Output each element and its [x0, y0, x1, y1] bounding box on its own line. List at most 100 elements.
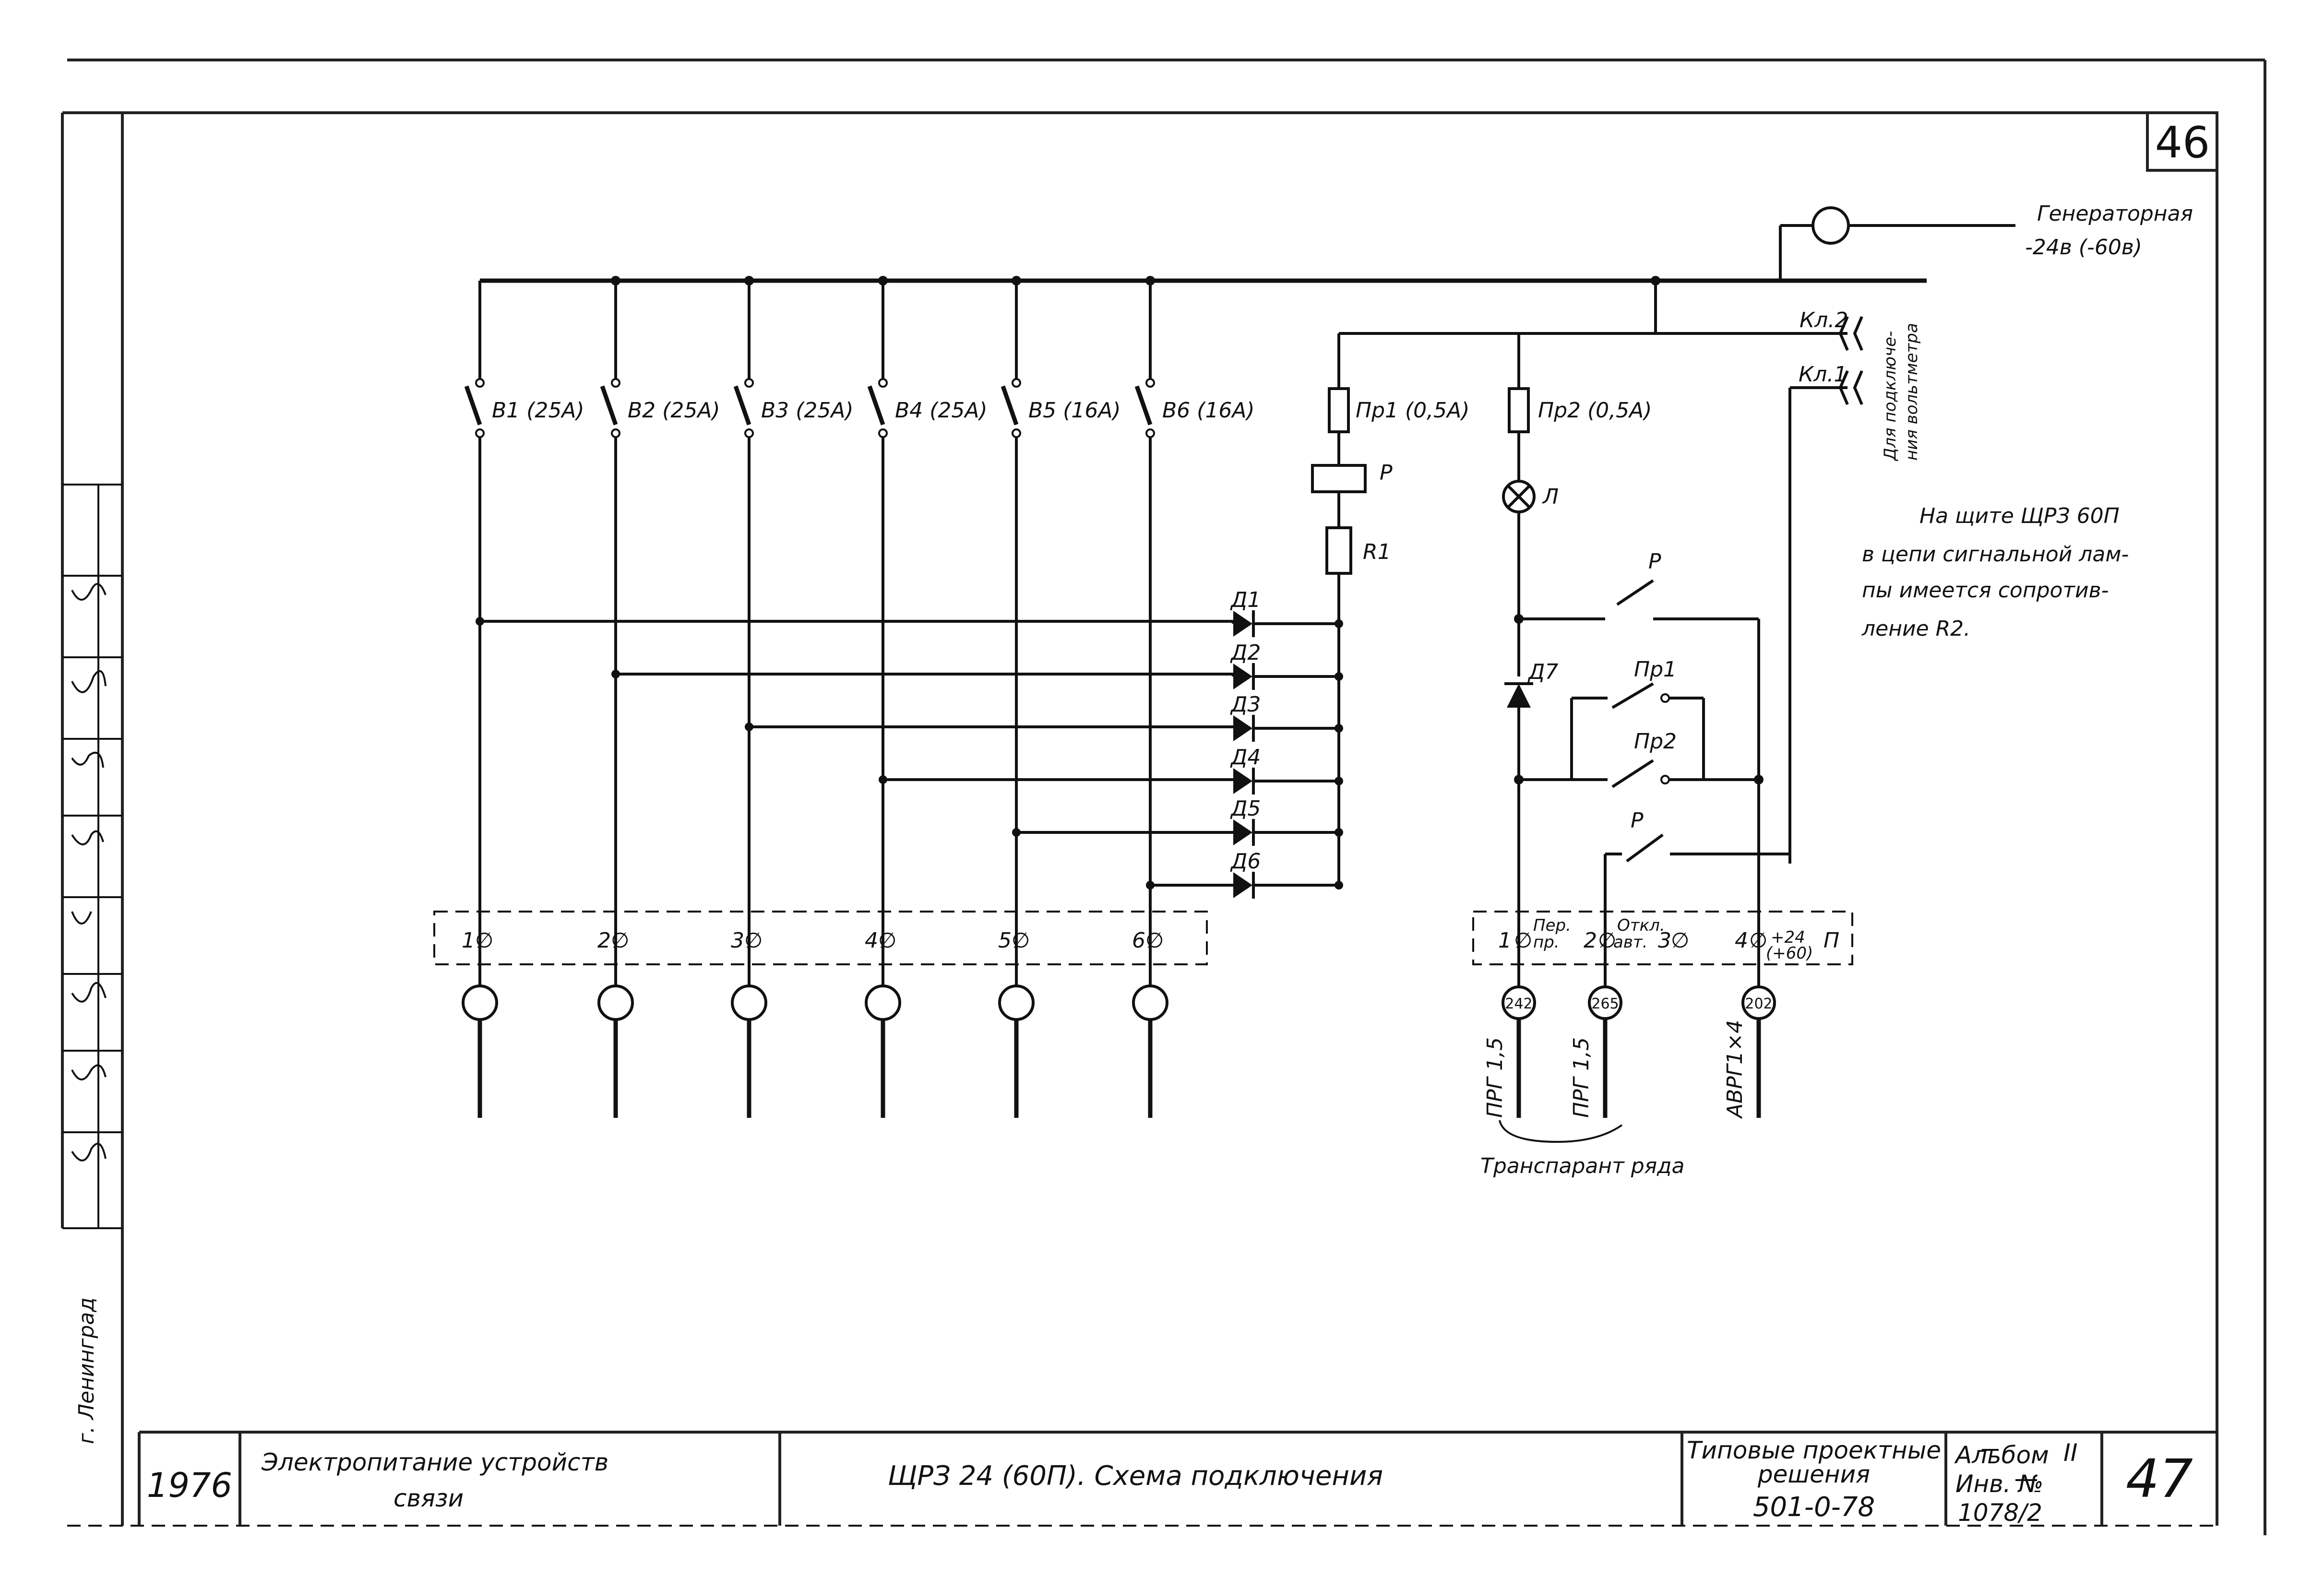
kl2-label: Кл.2 — [1800, 308, 1848, 332]
terminal-p: П — [1823, 928, 1839, 953]
note: На щите ЩРЗ 60П в цепи сигнальной лам- п… — [1861, 504, 2129, 641]
relay-contacts — [1519, 579, 1790, 936]
generator-label-1: Генераторная — [2037, 202, 2193, 226]
breaker-label-b5: В5 (16А) — [1028, 398, 1121, 423]
title-type-1: Типовые проектные — [1687, 1436, 1941, 1464]
diode-label-d5: Д5 — [1230, 796, 1261, 821]
terminal-r1: 1 — [1498, 928, 1512, 953]
terminal-left-6: 6 — [1132, 928, 1145, 953]
voltmeter-label-2: ния вольтметра — [1902, 323, 1921, 461]
title-subject-2: связи — [393, 1484, 464, 1512]
terminal-r1-mark: ∅ — [1514, 928, 1532, 953]
terminal-r2-mark: ∅ — [1598, 928, 1616, 953]
diode-d6: Д6 — [1146, 849, 1343, 899]
breaker-b3: В3 (25А) — [733, 281, 854, 986]
diode-label-d3: Д3 — [1230, 692, 1261, 717]
cable-6 — [1132, 984, 1168, 1118]
generator-connection — [1779, 206, 2015, 281]
breaker-group: В1 (25А) В2 (25А) В3 (25А)В4 (25А) В5 (16А)… — [464, 281, 1255, 986]
terminal-left-mark-3: ∅ — [744, 928, 763, 953]
cable-4 — [865, 984, 901, 1118]
terminal-avt: авт. — [1613, 933, 1648, 952]
diode-label-d1: Д1 — [1230, 588, 1261, 612]
album-label: Альбом — [1954, 1441, 2049, 1469]
diode-label-d2: Д2 — [1230, 640, 1261, 665]
relay-label: Р — [1380, 461, 1393, 485]
terminal-per: Пер. — [1533, 916, 1571, 935]
terminal-otkl: Откл. — [1617, 916, 1665, 935]
outgoing-cables-right — [1499, 892, 1776, 1143]
inv-label: Инв. № — [1955, 1470, 2043, 1498]
city-label: г. Ленинград — [74, 1297, 99, 1444]
cable-3 — [731, 984, 767, 1118]
diode-d5: Д5 — [1012, 796, 1343, 846]
cable-label-1: ПРГ 1,5 — [1483, 1037, 1507, 1118]
breaker-b1: В1 (25А) — [464, 378, 584, 986]
terminal-r4: 4 — [1735, 928, 1748, 953]
lamp-label: Л — [1542, 485, 1559, 509]
power-bus — [478, 278, 1927, 379]
drawing-title: ЩРЗ 24 (60П). Схема подключения — [888, 1460, 1383, 1492]
terminals-left: 1∅2∅3∅4∅5∅6∅ — [462, 928, 1164, 953]
cable-mark-242: 242 — [1505, 996, 1532, 1012]
cable-mark-202: 202 — [1745, 996, 1772, 1012]
lamp-branch — [1502, 333, 1536, 936]
terminal-r2: 2 — [1584, 928, 1597, 953]
breaker-label-b2: В2 (25А) — [628, 398, 720, 423]
outgoing-cables-left — [462, 984, 1168, 1118]
drawing-frame — [61, 59, 2266, 1535]
breaker-label-b6: В6 (16А) — [1162, 398, 1255, 423]
note-line-1: На щите ЩРЗ 60П — [1919, 504, 2120, 528]
approval-stamps — [62, 484, 122, 1229]
terminal-left-mark-5: ∅ — [1012, 928, 1030, 953]
cable-1 — [462, 984, 498, 1118]
cable-5 — [998, 984, 1035, 1118]
relay-coil — [1311, 464, 1367, 493]
transparant-label: Транспарант ряда — [1480, 1154, 1685, 1178]
diode-d7-label: Д7 — [1527, 660, 1558, 684]
resistor-label: R1 — [1363, 540, 1391, 564]
terminal-strip-left — [433, 911, 1208, 965]
title-block — [138, 1431, 2217, 1526]
diode-d4: Д4 — [879, 745, 1343, 794]
breaker-b5: В5 (16А) — [1001, 281, 1121, 986]
bus-junctions — [611, 276, 1660, 285]
breaker-label-b1: В1 (25А) — [492, 398, 584, 423]
terminal-right-labels: 1 ∅ Пер. пр. 2 ∅ Откл. авт. 3 ∅ 4 ∅ +24 … — [1498, 916, 1839, 963]
diode-d7 — [1504, 682, 1533, 708]
diode-label-d4: Д4 — [1230, 745, 1261, 770]
breaker-b2: В2 (25А) — [600, 281, 720, 986]
terminal-left-1: 1 — [462, 928, 475, 953]
terminal-left-4: 4 — [865, 928, 878, 953]
album-number: II — [2063, 1439, 2078, 1467]
terminal-left-2: 2 — [597, 928, 611, 953]
cable-label-3: АВРГ1×4 — [1723, 1020, 1747, 1119]
title-type-2: решения — [1757, 1460, 1870, 1488]
cable-label-2: ПРГ 1,5 — [1569, 1037, 1594, 1118]
fuse-pr1-label: Пр1 (0,5А) — [1356, 398, 1469, 423]
fuse-pr1 — [1328, 387, 1350, 433]
voltmeter-label-1: Для подключе- — [1881, 331, 1900, 462]
terminal-left-3: 3 — [731, 928, 744, 953]
cable-mark-265: 265 — [1591, 996, 1619, 1012]
contact-pr2-label: Пр2 — [1634, 729, 1677, 754]
diode-d2: Д2 — [611, 640, 1343, 690]
terminal-left-mark-6: ∅ — [1145, 928, 1164, 953]
terminal-left-mark-4: ∅ — [878, 928, 896, 953]
sheet-number: 46 — [2155, 118, 2210, 168]
note-line-2: в цепи сигнальной лам- — [1862, 542, 2129, 567]
breaker-b4: В4 (25А) — [867, 281, 988, 986]
resistor-r1 — [1325, 526, 1352, 575]
generator-label-2: -24в (-60в) — [2025, 235, 2142, 260]
sheet-number-box: 46 — [2146, 111, 2218, 172]
terminal-plus24: +24 — [1771, 928, 1805, 947]
diode-d3: Д3 — [745, 692, 1343, 742]
breaker-b6: В6 (16А) — [1134, 281, 1255, 986]
terminal-pr: пр. — [1533, 933, 1560, 952]
terminal-left-mark-1: ∅ — [475, 928, 493, 953]
voltmeter-taps — [1339, 281, 1863, 864]
kl1-label: Кл.1 — [1799, 362, 1847, 387]
